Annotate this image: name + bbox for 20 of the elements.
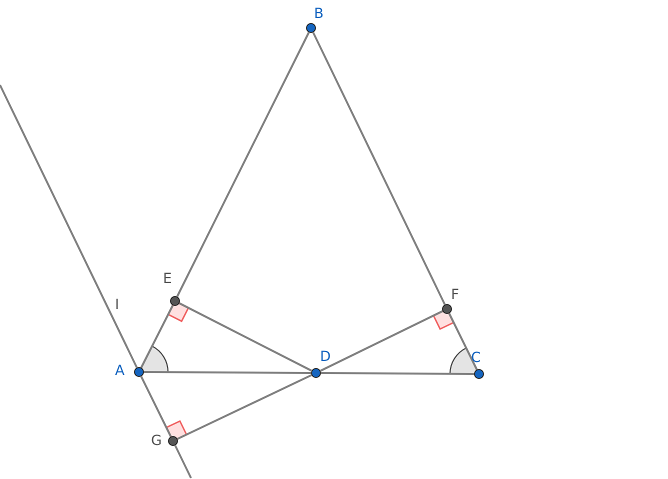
line-segment xyxy=(140,376,172,437)
line-label: I xyxy=(115,297,120,313)
point-label: C xyxy=(471,350,481,366)
line-segment xyxy=(179,302,312,372)
line-segment xyxy=(448,313,478,370)
point-label: A xyxy=(115,363,125,379)
line-segment xyxy=(312,32,446,305)
point-label: F xyxy=(451,287,460,303)
line-segment xyxy=(320,310,443,372)
line-segment xyxy=(174,445,192,478)
line-segment xyxy=(321,372,474,375)
point-label: B xyxy=(314,6,324,22)
point-label: E xyxy=(163,271,172,287)
point-label: D xyxy=(320,349,331,365)
line-segment xyxy=(144,371,311,374)
point-label: G xyxy=(151,433,162,449)
line-segment xyxy=(176,32,310,297)
line-segment xyxy=(0,84,138,368)
line-segment xyxy=(140,305,174,368)
line-segment xyxy=(177,374,312,440)
